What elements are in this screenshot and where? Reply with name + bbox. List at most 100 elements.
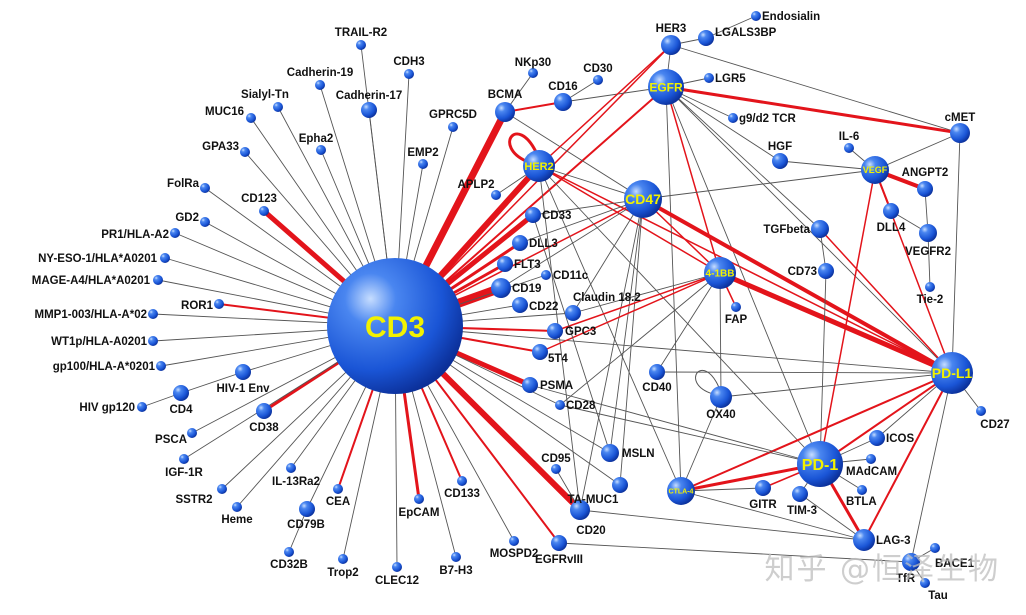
node-hiv-gp120[interactable]: HIV gp120 <box>79 402 147 414</box>
node-mospd2[interactable]: MOSPD2 <box>490 536 539 560</box>
node-cd33[interactable]: CD33 <box>525 207 571 223</box>
node-emp2[interactable]: EMP2 <box>407 147 439 169</box>
node-folra[interactable]: FolRa <box>167 178 210 193</box>
node-mage-a4-hla-a0201[interactable]: MAGE-A4/HLA*A0201 <box>32 275 163 287</box>
node-cd79b[interactable]: CD79B <box>287 501 325 531</box>
node-msln[interactable]: MSLN <box>601 444 655 462</box>
node-flt3[interactable]: FLT3 <box>497 256 541 272</box>
node-icos[interactable]: ICOS <box>869 430 914 446</box>
node-ny-eso-1-hla-a0201[interactable]: NY-ESO-1/HLA*A0201 <box>38 253 170 265</box>
node-cdh3[interactable]: CDH3 <box>393 56 425 79</box>
node-angpt2[interactable]: ANGPT2 <box>902 167 949 197</box>
node-egfrviii[interactable]: EGFRvIII <box>535 535 583 566</box>
node-gitr[interactable]: GITR <box>749 480 777 511</box>
node-trail-r2[interactable]: TRAIL-R2 <box>335 27 387 50</box>
node-cd38[interactable]: CD38 <box>249 403 279 434</box>
node-vegf[interactable]: VEGF <box>861 156 889 184</box>
node-cd133[interactable]: CD133 <box>444 476 480 500</box>
node-g9-d2-tcr[interactable]: g9/d2 TCR <box>728 113 797 125</box>
node-cd27[interactable]: CD27 <box>976 406 1010 431</box>
node-madcam[interactable]: MAdCAM <box>846 454 897 478</box>
node-endosialin[interactable]: Endosialin <box>751 11 820 23</box>
node-cd40[interactable]: CD40 <box>642 364 672 394</box>
node-lgals3bp[interactable]: LGALS3BP <box>698 27 777 46</box>
node-ox40[interactable]: OX40 <box>706 386 736 421</box>
node-cd73[interactable]: CD73 <box>788 263 834 279</box>
node-tie-2[interactable]: Tie-2 <box>917 282 944 306</box>
node-pr1-hla-a2[interactable]: PR1/HLA-A2 <box>101 228 180 241</box>
node-bace1[interactable]: BACE1 <box>930 543 975 570</box>
node-cd32b[interactable]: CD32B <box>270 547 308 571</box>
node-gd2[interactable]: GD2 <box>175 212 210 227</box>
node-muc16[interactable]: MUC16 <box>205 106 256 123</box>
node-cd30[interactable]: CD30 <box>583 63 613 85</box>
node-lgr5[interactable]: LGR5 <box>704 73 746 85</box>
node-epha2[interactable]: Epha2 <box>299 133 334 155</box>
node-cd123[interactable]: CD123 <box>241 193 277 216</box>
node-ror1[interactable]: ROR1 <box>181 299 224 312</box>
node-il-13ra2[interactable]: IL-13Ra2 <box>272 463 320 488</box>
node-cd19[interactable]: CD19 <box>491 278 541 298</box>
node-mmp1-003-hla-a-02[interactable]: MMP1-003/HLA-A*02 <box>35 309 158 321</box>
node-epcam[interactable]: EpCAM <box>399 494 440 519</box>
node-gpc3[interactable]: GPC3 <box>547 323 596 339</box>
node-label: CD133 <box>444 488 480 500</box>
node-tim-3[interactable]: TIM-3 <box>787 486 817 517</box>
node-cd28[interactable]: CD28 <box>555 400 596 412</box>
node-claudin-18-2[interactable]: Claudin 18.2 <box>565 292 641 321</box>
node-nkp30[interactable]: NKp30 <box>515 57 551 78</box>
node-heme[interactable]: Heme <box>221 502 253 526</box>
node-cea[interactable]: CEA <box>326 484 350 508</box>
node-sphere-icon <box>811 220 829 238</box>
node-fap[interactable]: FAP <box>725 302 748 326</box>
node-cd47[interactable]: CD47 <box>624 180 662 218</box>
node-cmet[interactable]: cMET <box>945 112 976 143</box>
node-gp100-hla-a-0201[interactable]: gp100/HLA-A*0201 <box>53 361 166 373</box>
node-il-6[interactable]: IL-6 <box>839 131 859 153</box>
node-tfr[interactable]: TfR <box>896 553 920 585</box>
node-cd22[interactable]: CD22 <box>512 297 558 313</box>
node-her2[interactable]: HER2 <box>523 150 555 182</box>
node-dll4[interactable]: DLL4 <box>877 203 906 234</box>
node-4-1bb[interactable]: 4-1BB <box>704 257 736 289</box>
node-dll3[interactable]: DLL3 <box>512 235 558 251</box>
node-label: CD33 <box>542 210 571 222</box>
node-cd95[interactable]: CD95 <box>541 453 571 474</box>
node-cd20[interactable]: CD20 <box>570 500 606 537</box>
node-wt1p-hla-a0201[interactable]: WT1p/HLA-A0201 <box>51 336 158 348</box>
node-igf-1r[interactable]: IGF-1R <box>165 454 204 479</box>
node-cadherin-17[interactable]: Cadherin-17 <box>336 90 402 118</box>
node-egfr[interactable]: EGFR <box>648 69 684 105</box>
node-cd3[interactable]: CD3 <box>327 258 463 394</box>
node-cd4[interactable]: CD4 <box>169 385 193 416</box>
node-hgf[interactable]: HGF <box>768 141 792 169</box>
node-pd-l1[interactable]: PD-L1 <box>931 352 973 394</box>
node-ta-muc1[interactable]: TA-MUC1 <box>568 477 628 506</box>
node-sstr2[interactable]: SSTR2 <box>175 484 227 506</box>
node-gprc5d[interactable]: GPRC5D <box>429 109 477 132</box>
node-psma[interactable]: PSMA <box>522 377 573 393</box>
node-sialyl-tn[interactable]: Sialyl-Tn <box>241 89 289 112</box>
node-cd16[interactable]: CD16 <box>548 81 578 111</box>
node-aplp2[interactable]: APLP2 <box>457 179 501 200</box>
edge-vegfr2-tie-2 <box>927 232 931 288</box>
node-vegfr2[interactable]: VEGFR2 <box>905 224 951 258</box>
node-pd-1[interactable]: PD-1 <box>797 441 843 487</box>
node-bcma[interactable]: BCMA <box>488 89 523 122</box>
node-btla[interactable]: BTLA <box>846 485 877 508</box>
node-hiv-1-env[interactable]: HIV-1 Env <box>216 364 270 395</box>
node-clec12[interactable]: CLEC12 <box>375 562 419 587</box>
node-gpa33[interactable]: GPA33 <box>202 141 250 157</box>
node-tau[interactable]: Tau <box>920 578 948 602</box>
node-5t4[interactable]: 5T4 <box>532 344 568 365</box>
node-trop2[interactable]: Trop2 <box>327 554 359 579</box>
node-label: PD-1 <box>802 457 839 474</box>
node-lag-3[interactable]: LAG-3 <box>853 529 911 551</box>
node-ctla-4[interactable]: CTLA-4 <box>667 477 695 505</box>
node-cadherin-19[interactable]: Cadherin-19 <box>287 67 353 90</box>
node-tgfbeta[interactable]: TGFbeta <box>763 220 829 238</box>
node-psca[interactable]: PSCA <box>155 428 197 446</box>
node-cd11c[interactable]: CD11c <box>541 270 589 282</box>
node-her3[interactable]: HER3 <box>656 23 687 55</box>
node-b7-h3[interactable]: B7-H3 <box>439 552 473 577</box>
